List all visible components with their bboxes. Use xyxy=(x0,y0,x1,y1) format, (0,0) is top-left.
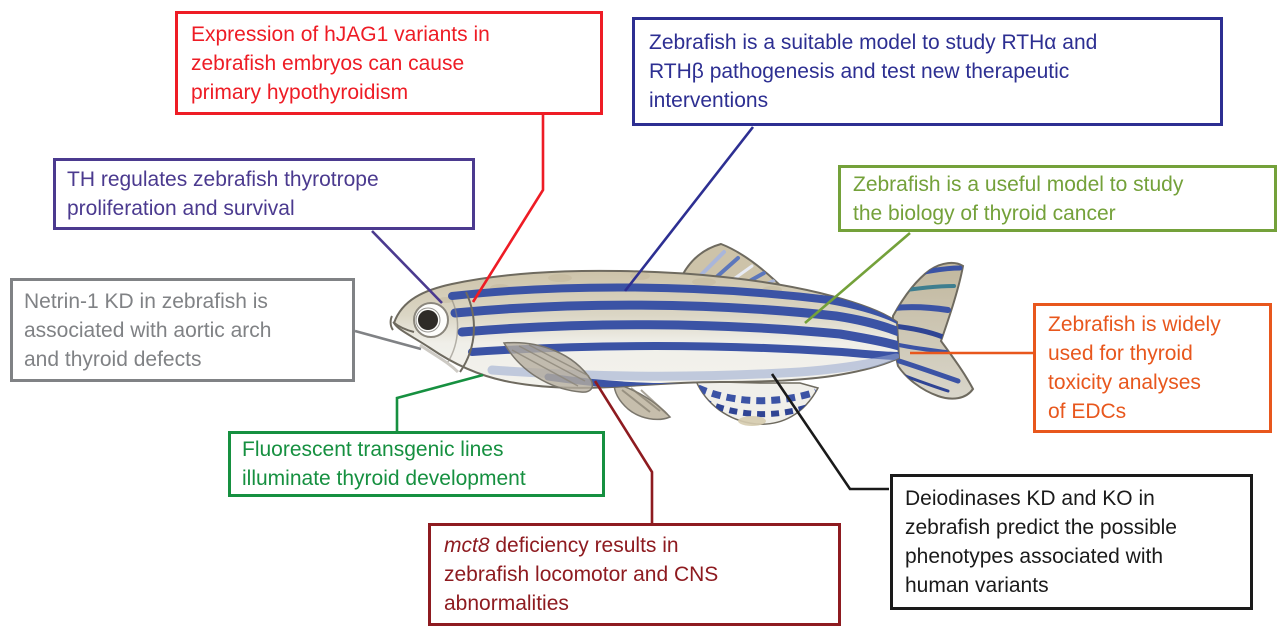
leader-line-transgenic xyxy=(395,373,484,432)
callout-thyrotrope-text: TH regulates zebrafish thyrotrope prolif… xyxy=(67,168,379,220)
callout-edc-toxicity: Zebrafish is widely used for thyroid tox… xyxy=(1033,303,1272,433)
tail-fin xyxy=(891,261,975,400)
fish-eye xyxy=(413,302,449,338)
fish-body xyxy=(389,269,901,389)
leader-lines xyxy=(354,113,1033,524)
callout-transgenic: Fluorescent transgenic lines illuminate … xyxy=(228,431,605,497)
callout-thyroid-cancer-text: Zebrafish is a useful model to study the… xyxy=(853,172,1184,225)
anal-fin-tip xyxy=(738,416,766,426)
callout-deiodinases: Deiodinases KD and KO in zebrafish predi… xyxy=(890,474,1253,610)
leader-line-hjag1 xyxy=(471,113,545,303)
callout-netrin1-text: Netrin-1 KD in zebrafish is associated w… xyxy=(24,289,272,371)
leader-line-deiodinases xyxy=(770,373,889,491)
callout-edc-toxicity-text: Zebrafish is widely used for thyroid tox… xyxy=(1048,313,1221,423)
gill-arc xyxy=(419,291,475,374)
leader-line-mct8 xyxy=(593,380,654,524)
leader-line-netrin1 xyxy=(354,329,422,351)
mouth xyxy=(389,315,415,333)
callout-mct8-rest: deficiency results in zebrafish locomoto… xyxy=(444,534,719,615)
callout-netrin1: Netrin-1 KD in zebrafish is associated w… xyxy=(10,278,355,382)
leader-line-rth xyxy=(623,126,755,292)
callout-mct8: mct8 deficiency results in zebrafish loc… xyxy=(428,523,841,626)
zebrafish xyxy=(389,242,975,426)
pelvic-fin xyxy=(613,381,672,421)
callout-deiodinases-text: Deiodinases KD and KO in zebrafish predi… xyxy=(905,487,1177,597)
callout-hjag1: Expression of hJAG1 variants in zebrafis… xyxy=(175,11,603,115)
callout-transgenic-text: Fluorescent transgenic lines illuminate … xyxy=(242,438,526,490)
callout-thyroid-cancer: Zebrafish is a useful model to study the… xyxy=(838,165,1277,232)
leader-line-thyrotrope xyxy=(371,230,443,304)
leader-line-thyroid-cancer xyxy=(804,232,911,324)
callout-rth-text: Zebrafish is a suitable model to study R… xyxy=(649,31,1098,112)
anal-fin xyxy=(694,380,820,426)
pectoral-fin xyxy=(502,341,594,393)
mct8-gene-italic: mct8 xyxy=(444,534,490,557)
callout-thyrotrope: TH regulates zebrafish thyrotrope prolif… xyxy=(53,158,475,230)
callout-rth: Zebrafish is a suitable model to study R… xyxy=(632,17,1223,126)
callout-mct8-text: mct8 deficiency results in zebrafish loc… xyxy=(444,531,718,618)
callout-hjag1-text: Expression of hJAG1 variants in zebrafis… xyxy=(191,22,490,104)
